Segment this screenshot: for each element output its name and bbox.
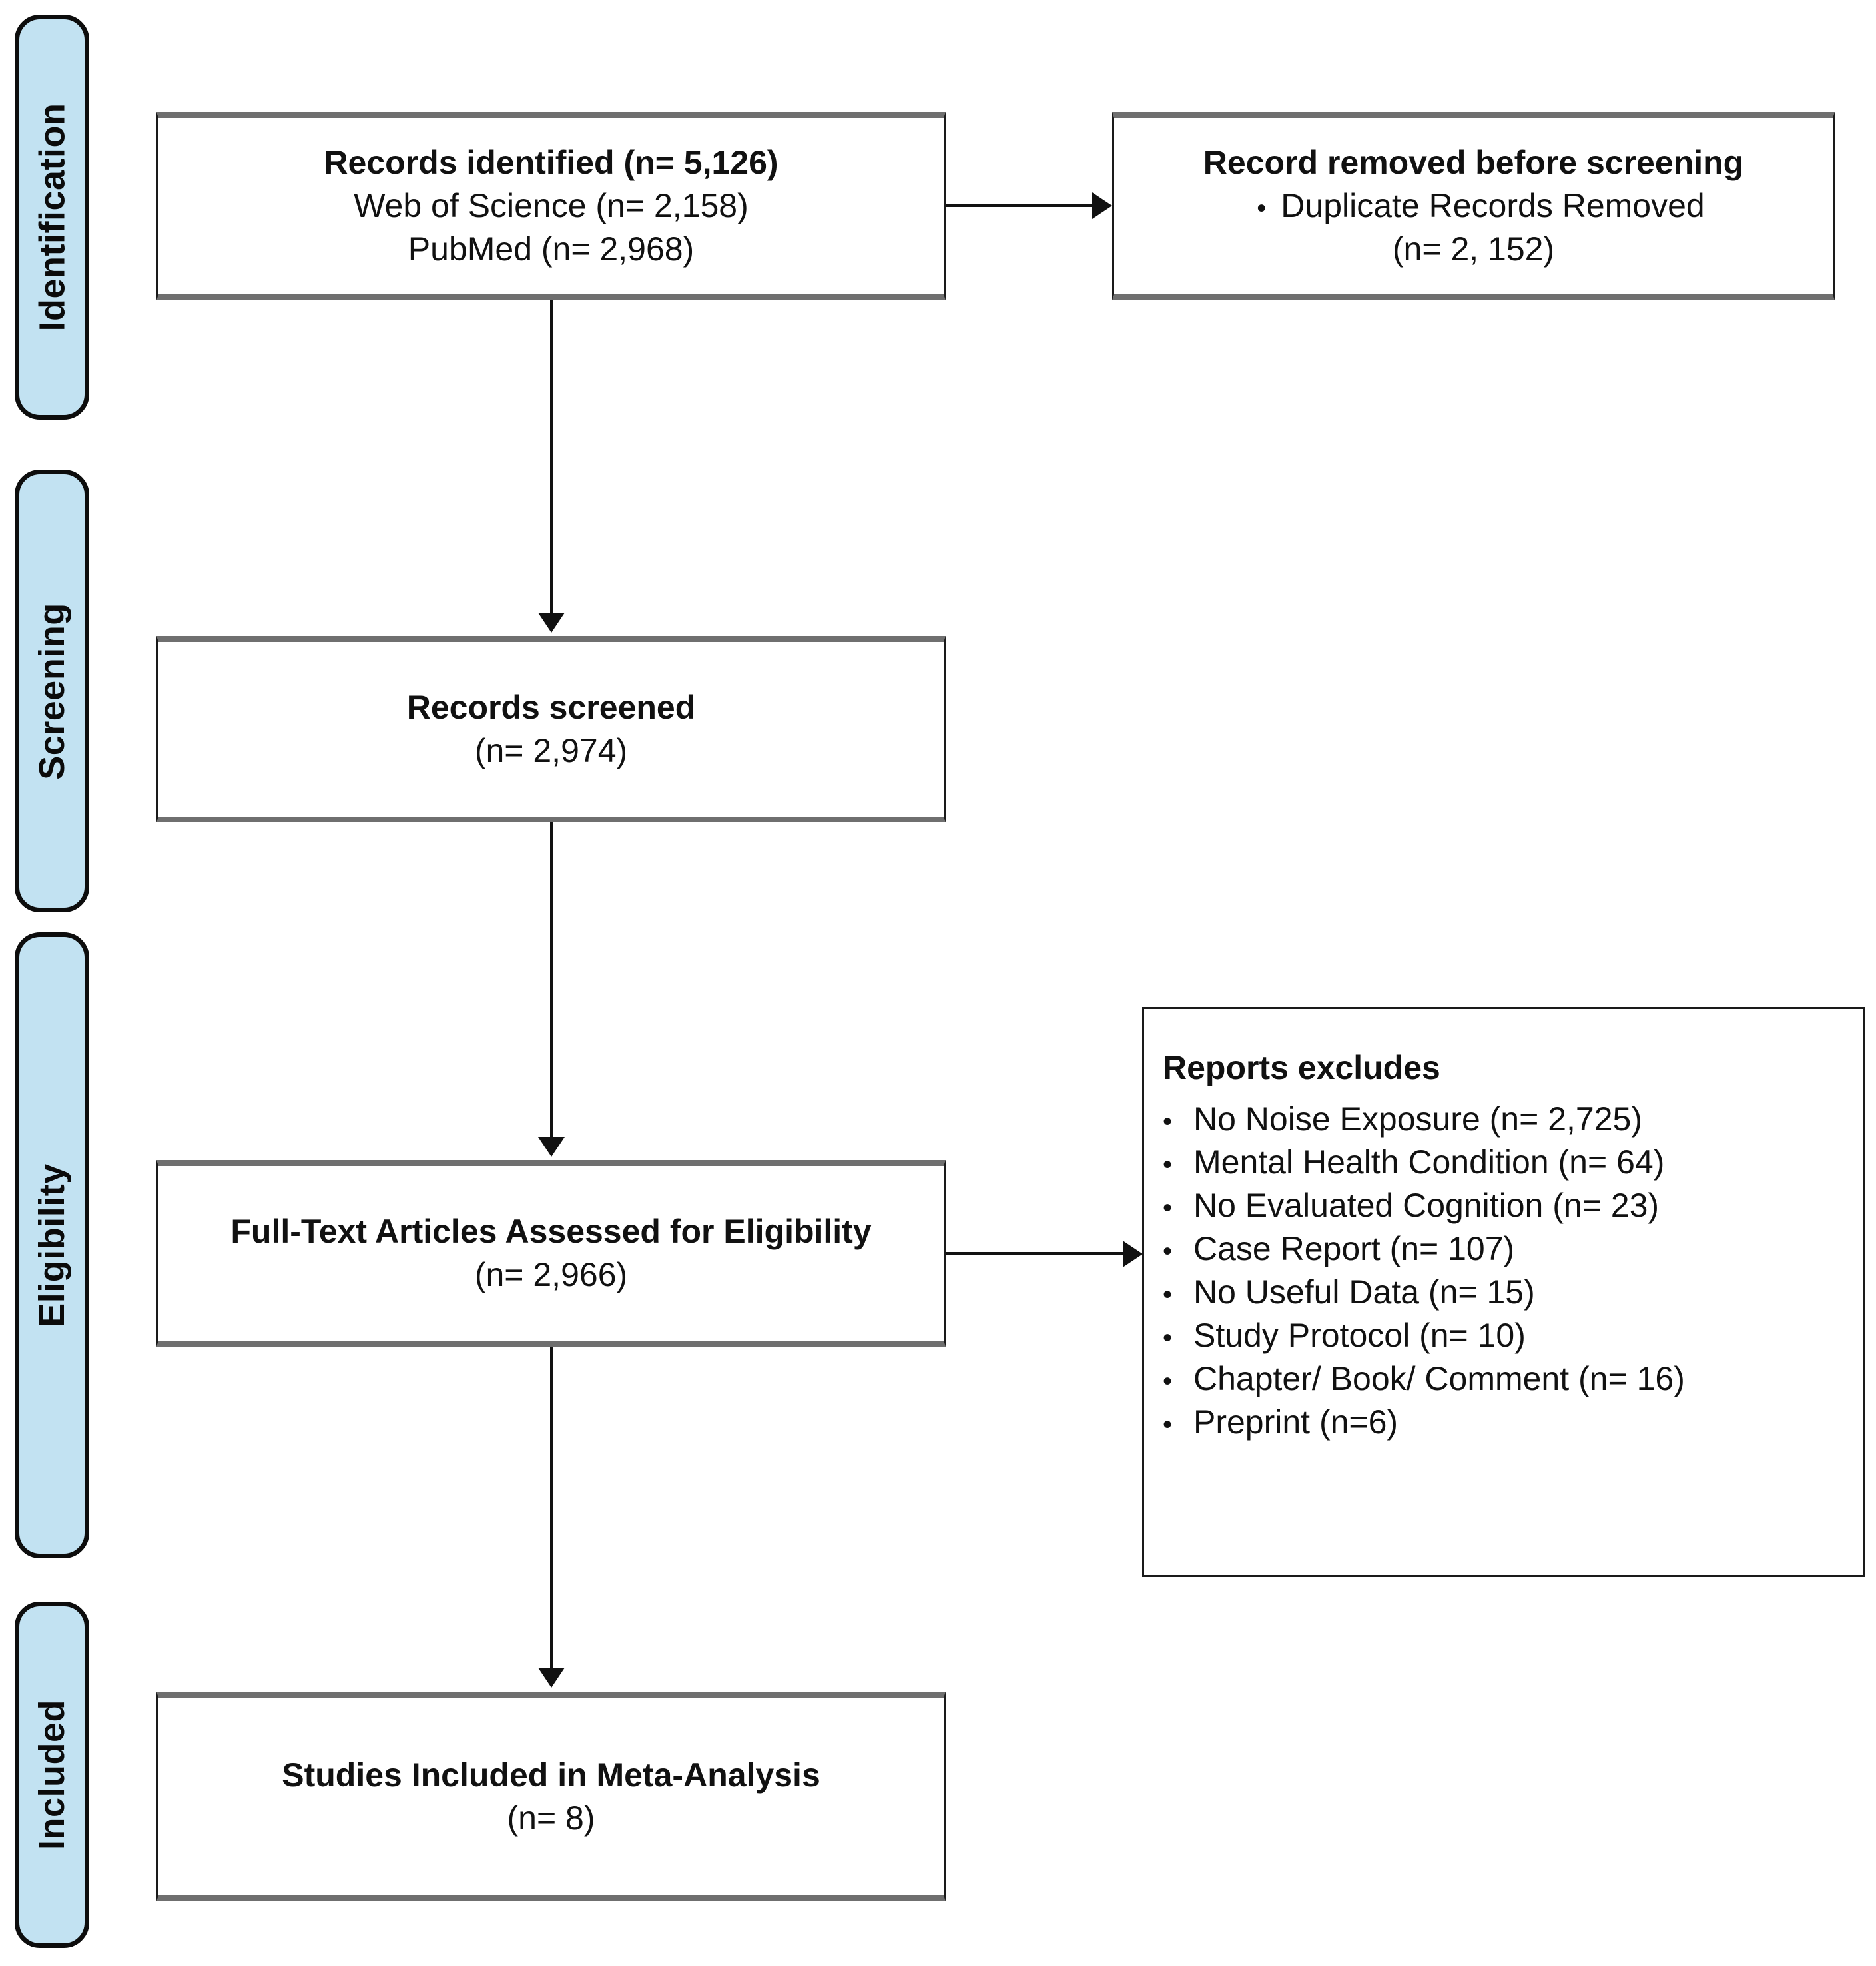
studies-included-count: (n= 8) [507, 1799, 595, 1837]
reports-excluded-item-label: Chapter/ Book/ Comment (n= 16) [1193, 1360, 1685, 1397]
connector-fulltext-to-excluded [946, 1252, 1124, 1255]
reports-excluded-item-label: No Noise Exposure (n= 2,725) [1193, 1100, 1642, 1138]
box-reports-excluded: Reports excludes • No Noise Exposure (n=… [1142, 1007, 1865, 1577]
reports-excluded-item-label: No Useful Data (n= 15) [1193, 1273, 1535, 1311]
connector-screened-to-fulltext [550, 822, 553, 1139]
records-removed-bullet-text: Duplicate Records Removed [1281, 187, 1705, 224]
bullet-icon: • [1163, 1107, 1173, 1136]
stage-label-identification: Identification [32, 103, 72, 332]
arrow-identified-to-removed [1092, 192, 1112, 219]
records-identified-title: Records identified (n= 5,126) [324, 144, 779, 181]
arrow-fulltext-to-included [538, 1668, 565, 1688]
records-identified-source-wos: Web of Science (n= 2,158) [354, 187, 749, 224]
arrow-screened-to-fulltext [538, 1137, 565, 1157]
reports-excluded-item-label: Mental Health Condition (n= 64) [1193, 1144, 1665, 1181]
arrow-fulltext-to-excluded [1123, 1241, 1143, 1267]
stage-label-included: Included [32, 1699, 73, 1851]
bullet-icon: • [1163, 1323, 1173, 1353]
bullet-icon: • [1163, 1237, 1173, 1266]
arrow-identified-to-screened [538, 613, 565, 633]
reports-excluded-item: • Mental Health Condition (n= 64) [1163, 1141, 1664, 1184]
reports-excluded-item-label: Case Report (n= 107) [1193, 1230, 1515, 1267]
studies-included-title: Studies Included in Meta-Analysis [282, 1756, 820, 1794]
reports-excluded-item: • No Evaluated Cognition (n= 23) [1163, 1184, 1659, 1227]
records-removed-count: (n= 2, 152) [1392, 230, 1555, 268]
records-identified-source-pubmed: PubMed (n= 2,968) [408, 230, 695, 268]
stage-pill-eligibility: Eligibility [15, 932, 89, 1558]
bullet-icon: • [1163, 1280, 1173, 1309]
reports-excluded-item: • Study Protocol (n= 10) [1163, 1314, 1526, 1357]
stage-pill-screening: Screening [15, 470, 89, 912]
connector-identified-to-removed [946, 204, 1094, 207]
reports-excluded-item-label: Preprint (n=6) [1193, 1403, 1399, 1441]
full-text-assessed-title: Full-Text Articles Assessed for Eligibil… [230, 1213, 872, 1250]
reports-excluded-item-label: No Evaluated Cognition (n= 23) [1193, 1187, 1660, 1224]
bullet-icon: • [1163, 1410, 1173, 1439]
reports-excluded-item: • No Noise Exposure (n= 2,725) [1163, 1098, 1642, 1141]
box-records-screened: Records screened (n= 2,974) [156, 636, 946, 822]
stage-pill-identification: Identification [15, 15, 89, 420]
connector-fulltext-to-included [550, 1347, 553, 1670]
reports-excluded-item-label: Study Protocol (n= 10) [1193, 1317, 1526, 1354]
reports-excluded-item: • No Useful Data (n= 15) [1163, 1271, 1535, 1314]
box-records-identified: Records identified (n= 5,126) Web of Sci… [156, 112, 946, 300]
full-text-assessed-count: (n= 2,966) [474, 1256, 628, 1293]
stage-label-screening: Screening [32, 602, 72, 780]
bullet-icon: • [1163, 1150, 1173, 1179]
bullet-icon: • [1163, 1367, 1173, 1396]
box-records-removed: Record removed before screening • Duplic… [1112, 112, 1835, 300]
reports-excluded-title: Reports excludes [1163, 1049, 1440, 1086]
reports-excluded-item: • Preprint (n=6) [1163, 1401, 1398, 1444]
stage-label-eligibility: Eligibility [32, 1163, 72, 1327]
records-removed-title: Record removed before screening [1203, 144, 1744, 181]
connector-identified-to-screened [550, 300, 553, 615]
records-removed-bullet-row: • Duplicate Records Removed [1129, 184, 1818, 228]
bullet-icon: • [1257, 194, 1267, 223]
reports-excluded-item: • Case Report (n= 107) [1163, 1227, 1514, 1271]
stage-pill-included: Included [15, 1602, 89, 1948]
bullet-icon: • [1163, 1193, 1173, 1223]
box-full-text-assessed: Full-Text Articles Assessed for Eligibil… [156, 1160, 946, 1347]
records-screened-count: (n= 2,974) [474, 732, 628, 769]
box-studies-included: Studies Included in Meta-Analysis (n= 8) [156, 1692, 946, 1901]
reports-excluded-item: • Chapter/ Book/ Comment (n= 16) [1163, 1357, 1685, 1401]
records-screened-title: Records screened [406, 689, 696, 726]
